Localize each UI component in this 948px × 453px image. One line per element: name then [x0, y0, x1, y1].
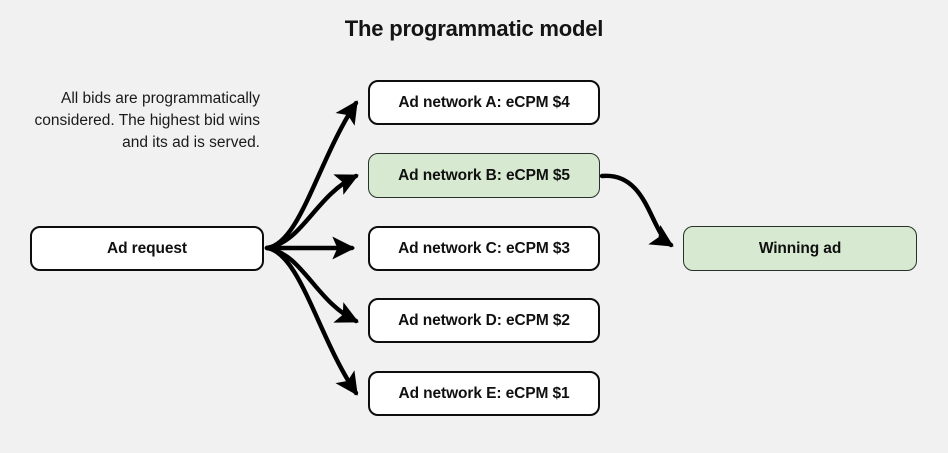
- node-ad-network-d-label: Ad network D: eCPM $2: [398, 311, 570, 329]
- node-ad-request[interactable]: Ad request: [30, 226, 264, 271]
- node-ad-network-a-label: Ad network A: eCPM $4: [398, 93, 570, 111]
- node-ad-network-d[interactable]: Ad network D: eCPM $2: [368, 298, 600, 343]
- node-ad-network-a[interactable]: Ad network A: eCPM $4: [368, 80, 600, 125]
- node-ad-network-b-label: Ad network B: eCPM $5: [398, 166, 570, 184]
- node-winning-ad-label: Winning ad: [758, 239, 842, 257]
- arrow-request-to-network-e: [264, 245, 359, 396]
- node-ad-network-c-label: Ad network C: eCPM $3: [398, 239, 570, 257]
- arrow-request-to-network-d: [264, 245, 359, 324]
- arrow-request-to-network-b: [264, 173, 359, 251]
- description-text: All bids are programmatically considered…: [34, 90, 260, 151]
- page-title: The programmatic model: [344, 16, 604, 41]
- node-ad-network-e-label: Ad network E: eCPM $1: [398, 384, 570, 402]
- arrow-request-to-network-a: [264, 100, 359, 251]
- node-winning-ad[interactable]: Winning ad: [683, 226, 917, 271]
- node-ad-network-b[interactable]: Ad network B: eCPM $5: [368, 153, 600, 198]
- node-ad-network-e[interactable]: Ad network E: eCPM $1: [368, 371, 600, 416]
- node-ad-request-label: Ad request: [107, 239, 187, 257]
- arrow-network-b-to-winning-ad: [599, 173, 674, 248]
- node-ad-network-c[interactable]: Ad network C: eCPM $3: [368, 226, 600, 271]
